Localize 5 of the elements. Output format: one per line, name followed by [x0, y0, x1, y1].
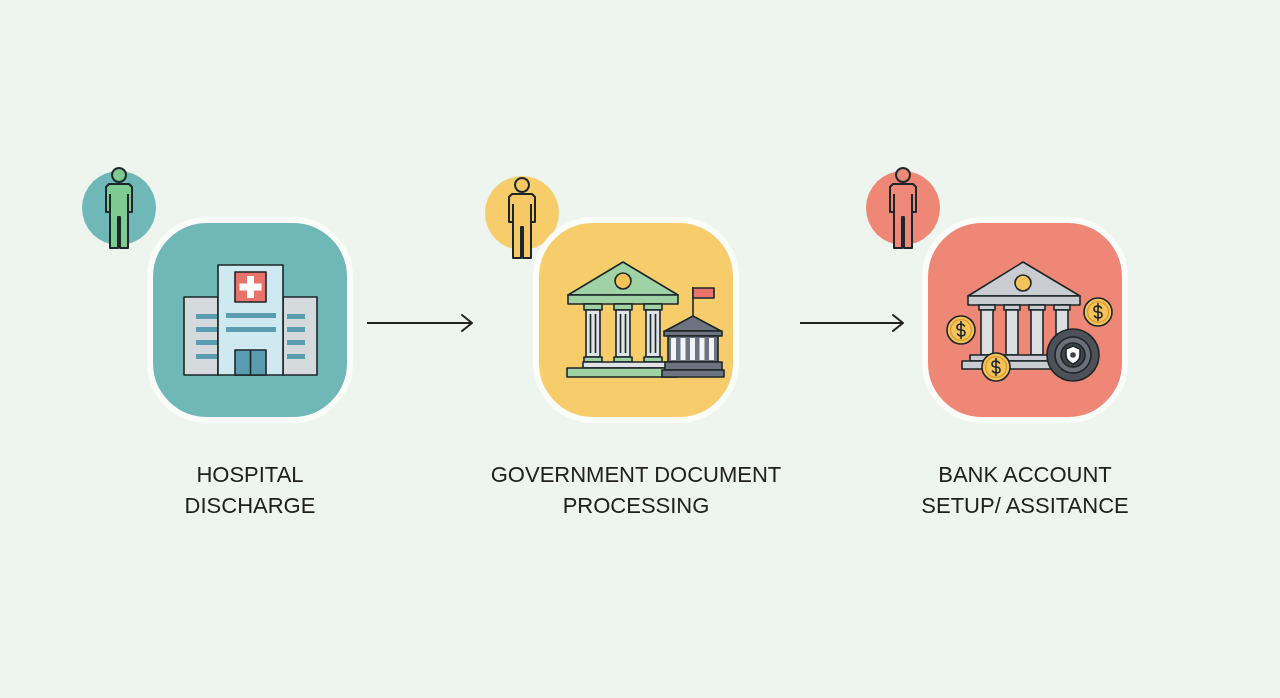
step-label: HOSPITAL DISCHARGE [183, 461, 317, 520]
step-label: GOVERNMENT DOCUMENT PROCESSING [489, 461, 783, 520]
arrow [799, 314, 904, 332]
arrow [366, 314, 473, 332]
step-label: BANK ACCOUNT SETUP/ ASSITANCE [920, 461, 1130, 520]
